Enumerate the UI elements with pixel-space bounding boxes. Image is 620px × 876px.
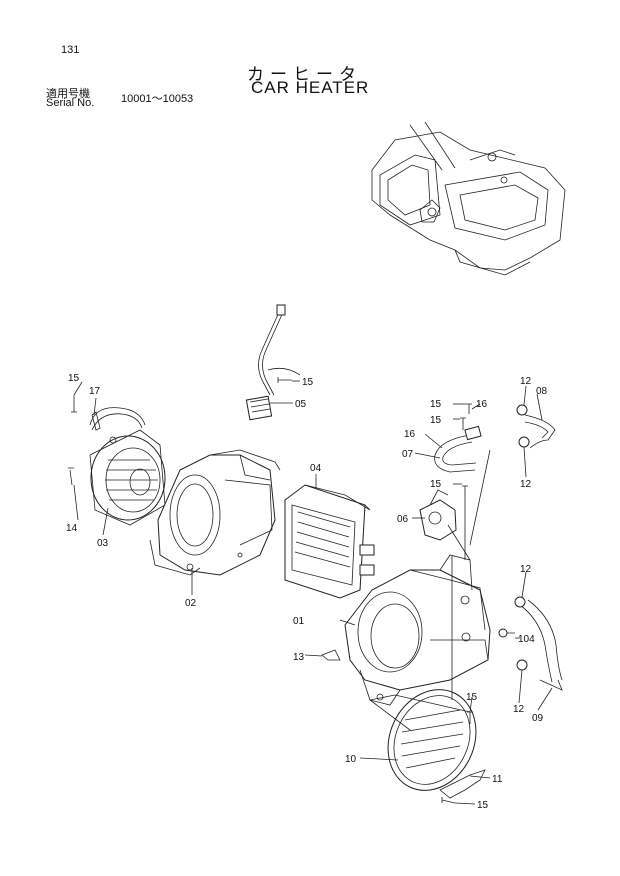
callout-12: 12 [520, 376, 532, 387]
callout-15: 15 [466, 692, 478, 703]
blower-housing-part [149, 449, 281, 576]
heater-case-part [344, 554, 491, 706]
callout-12: 12 [513, 704, 525, 715]
callout-09: 09 [532, 713, 544, 724]
callout-14: 14 [66, 523, 78, 534]
hose-09-part [519, 599, 563, 691]
callout-01: 01 [293, 616, 305, 627]
temperature-sensor-part [245, 304, 301, 421]
grille-part [387, 689, 477, 791]
callout-12: 12 [520, 479, 532, 490]
clip-13-part [321, 649, 341, 661]
leader-lines [73, 380, 553, 805]
page-number: 131 [61, 44, 80, 56]
callout-labels: 15 17 14 03 02 04 15 05 01 13 06 07 16 1… [66, 373, 548, 811]
page-title-japanese: カーヒータ [247, 65, 362, 84]
callout-15: 15 [430, 399, 442, 410]
callout-15: 15 [430, 479, 442, 490]
callout-13: 13 [293, 652, 305, 663]
callout-15: 15 [477, 800, 489, 811]
callout-104: 104 [518, 634, 535, 645]
callout-12: 12 [520, 564, 532, 575]
callout-10: 10 [345, 754, 357, 765]
serial-label-japanese: 適用号機 [46, 88, 90, 100]
callout-06: 06 [397, 514, 409, 525]
callout-03: 03 [97, 538, 109, 549]
serial-label: Serial No. [46, 97, 95, 109]
callout-16: 16 [404, 429, 416, 440]
callout-17: 17 [89, 386, 101, 397]
callout-15: 15 [302, 377, 314, 388]
water-valve-part [419, 489, 471, 561]
bracket-11-part [439, 769, 486, 799]
heater-core-part [284, 484, 375, 599]
hose-clamps [514, 404, 530, 671]
hose-08-part [524, 414, 556, 449]
hose-07-part [434, 425, 482, 473]
strap-17-part [91, 411, 101, 431]
page-title: CAR HEATER [251, 78, 370, 97]
callout-16: 16 [476, 399, 488, 410]
callout-07: 07 [402, 449, 414, 460]
callout-08: 08 [536, 386, 548, 397]
blower-fan-part [89, 407, 166, 526]
callout-04: 04 [310, 463, 322, 474]
callout-15: 15 [430, 415, 442, 426]
callout-15: 15 [68, 373, 80, 384]
callout-02: 02 [185, 598, 197, 609]
callout-05: 05 [295, 399, 307, 410]
serial-range: 10001～10053 [121, 93, 194, 105]
callout-11: 11 [492, 774, 503, 785]
machine-location-inset [371, 121, 566, 276]
